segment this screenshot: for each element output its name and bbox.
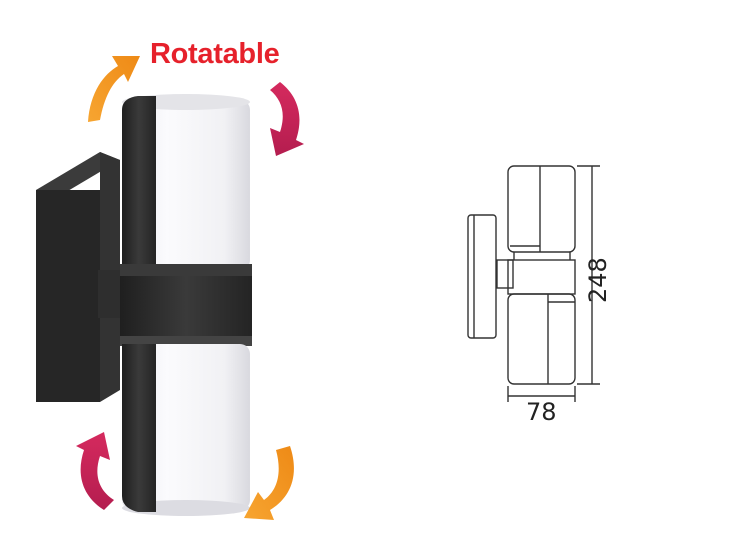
rotate-arrow-top-left-icon: [88, 56, 140, 122]
drawing-upper-cylinder: [507, 165, 576, 253]
rotatable-title: Rotatable: [150, 38, 280, 70]
rotating-joint-band: [120, 264, 252, 346]
drawing-lower-cylinder: [507, 293, 576, 385]
width-dimension-label: 78: [526, 398, 557, 426]
lower-light-cylinder: [122, 344, 250, 516]
drawing-band: [507, 259, 576, 295]
height-dimension-label: 248: [584, 257, 612, 303]
upper-light-cylinder: [122, 94, 250, 270]
rotate-arrow-bottom-left-icon: [76, 432, 114, 510]
rotate-arrow-bottom-right-icon: [244, 446, 294, 520]
rotate-arrow-top-right-icon: [270, 82, 304, 156]
technical-drawing: [467, 165, 600, 402]
drawing-wall-plate: [467, 214, 497, 339]
